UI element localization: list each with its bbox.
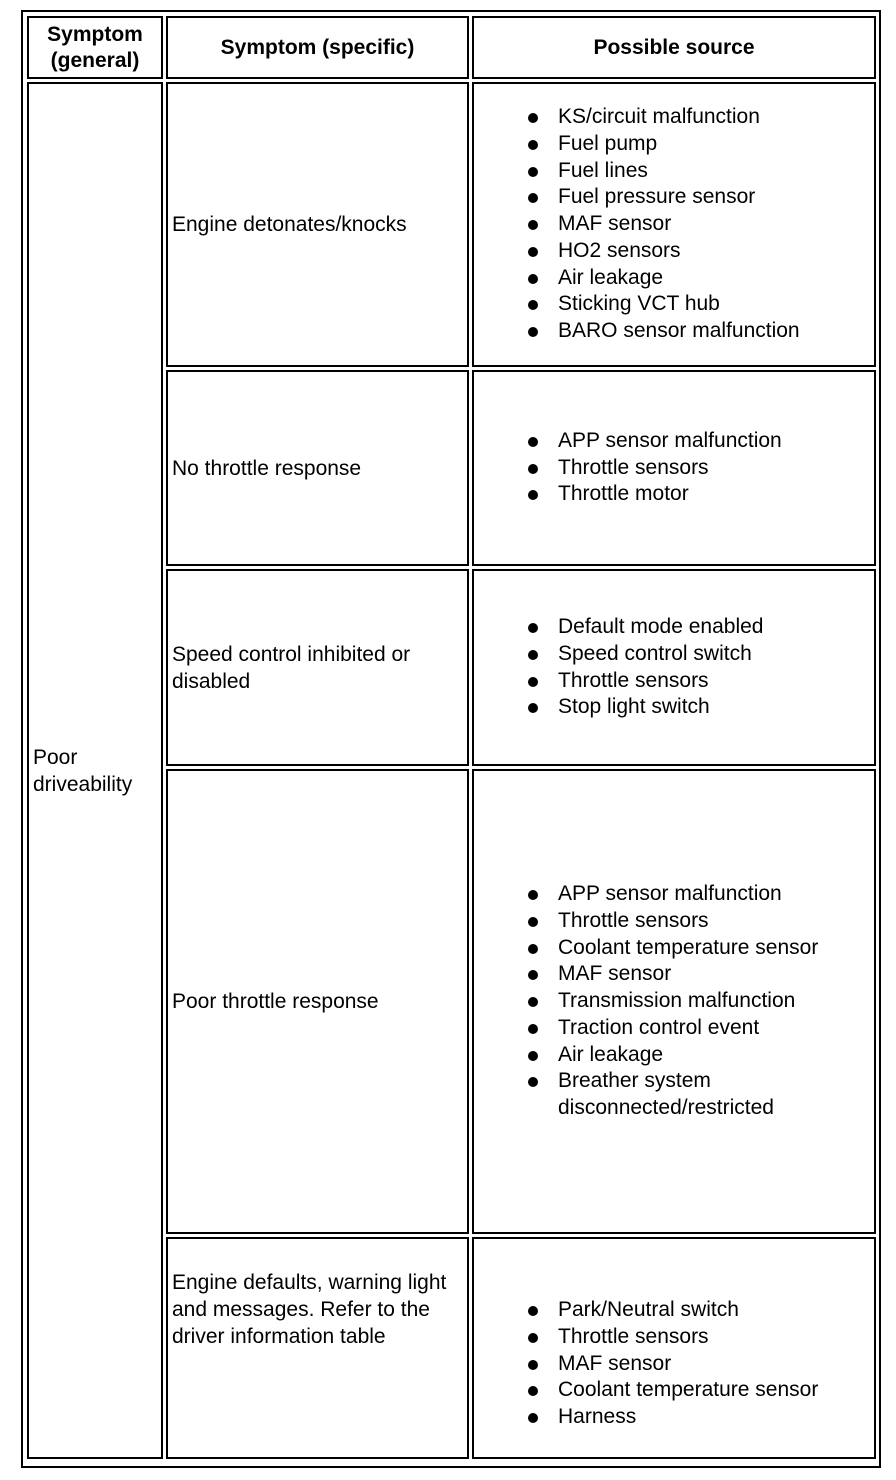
list-item: Harness xyxy=(526,1404,818,1431)
list-item: APP sensor malfunction xyxy=(526,428,782,455)
list-item: APP sensor malfunction xyxy=(526,881,818,908)
specific-symptom-text: Engine defaults, warning light and messa… xyxy=(172,1271,447,1348)
list-item: Coolant temperature sensor xyxy=(526,1377,818,1404)
source-list: APP sensor malfunction Throttle sensors … xyxy=(474,881,818,1122)
list-item: MAF sensor xyxy=(526,1351,818,1378)
list-item: Speed control switch xyxy=(526,641,763,668)
specific-symptom-cell: Speed control inhibited or disabled xyxy=(166,569,469,766)
list-item: Default mode enabled xyxy=(526,614,763,641)
specific-symptom-text: Speed control inhibited or disabled xyxy=(172,642,411,693)
specific-symptom-text: Engine detonates/knocks xyxy=(172,213,407,236)
list-item: Fuel pump xyxy=(526,131,800,158)
specific-symptom-text: No throttle response xyxy=(172,456,362,480)
header-symptom-specific-label: Symptom (specific) xyxy=(220,35,415,59)
source-list: Park/Neutral switch Throttle sensors MAF… xyxy=(474,1297,818,1431)
list-item: Throttle sensors xyxy=(526,455,782,482)
list-item: Throttle motor xyxy=(526,481,782,508)
source-list: KS/circuit malfunction Fuel pump Fuel li… xyxy=(474,104,800,345)
list-item: Fuel pressure sensor xyxy=(526,184,800,211)
list-item: Air leakage xyxy=(526,1042,818,1069)
possible-source-cell: APP sensor malfunction Throttle sensors … xyxy=(472,769,876,1234)
general-symptom-cell: Poor driveability xyxy=(27,82,163,1459)
list-item: MAF sensor xyxy=(526,211,800,238)
header-possible-source-label: Possible source xyxy=(593,35,755,59)
general-symptom-text: Poor driveability xyxy=(33,745,133,796)
list-item: Throttle sensors xyxy=(526,1324,818,1351)
specific-symptom-cell: No throttle response xyxy=(166,370,469,566)
header-symptom-general-label: Symptom (general) xyxy=(47,22,143,72)
list-item: Transmission malfunction xyxy=(526,988,818,1015)
list-item: KS/circuit malfunction xyxy=(526,104,800,131)
list-item: Stop light switch xyxy=(526,694,763,721)
list-item: Traction control event xyxy=(526,1015,818,1042)
symptom-table xyxy=(21,10,881,1468)
list-item: Throttle sensors xyxy=(526,668,763,695)
specific-symptom-cell: Engine defaults, warning light and messa… xyxy=(166,1237,469,1459)
list-item: Coolant temperature sensor xyxy=(526,935,818,962)
header-symptom-general: Symptom (general) xyxy=(27,16,163,79)
list-item: Air leakage xyxy=(526,265,800,292)
possible-source-cell: Park/Neutral switch Throttle sensors MAF… xyxy=(472,1237,876,1459)
possible-source-cell: Default mode enabled Speed control switc… xyxy=(472,569,876,766)
possible-source-cell: KS/circuit malfunction Fuel pump Fuel li… xyxy=(472,82,876,367)
specific-symptom-cell: Engine detonates/knocks xyxy=(166,82,469,367)
header-symptom-specific: Symptom (specific) xyxy=(166,16,469,79)
list-item: Breather system disconnected/restricted xyxy=(526,1068,808,1122)
possible-source-cell: APP sensor malfunction Throttle sensors … xyxy=(472,370,876,566)
source-list: APP sensor malfunction Throttle sensors … xyxy=(474,428,782,508)
list-item: Throttle sensors xyxy=(526,908,818,935)
list-item: Fuel lines xyxy=(526,158,800,185)
header-possible-source: Possible source xyxy=(472,16,876,79)
specific-symptom-cell: Poor throttle response xyxy=(166,769,469,1234)
list-item: Sticking VCT hub xyxy=(526,291,800,318)
list-item: HO2 sensors xyxy=(526,238,800,265)
specific-symptom-text: Poor throttle response xyxy=(172,990,379,1013)
list-item: BARO sensor malfunction xyxy=(526,318,800,345)
list-item: MAF sensor xyxy=(526,961,818,988)
source-list: Default mode enabled Speed control switc… xyxy=(474,614,763,721)
list-item: Park/Neutral switch xyxy=(526,1297,818,1324)
